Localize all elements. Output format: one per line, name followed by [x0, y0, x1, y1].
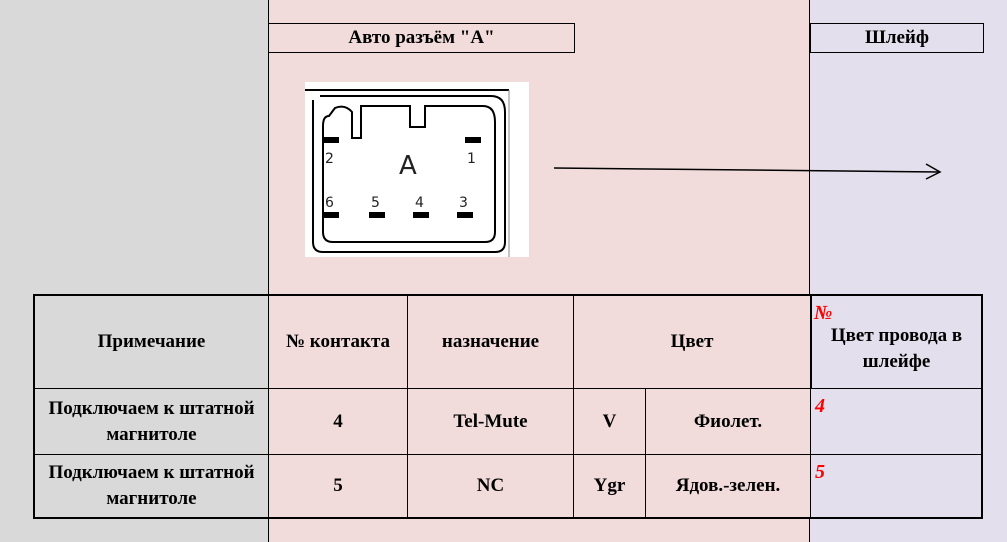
arrow-icon [553, 163, 942, 180]
row2-color-name: Ядов.-зелен. [645, 454, 811, 519]
header-contact: № контакта [268, 294, 408, 389]
row2-color-code: Ygr [573, 454, 646, 519]
row1-loom: 4 [810, 388, 983, 455]
header-loom-color: Цвет провода в шлейфе [830, 325, 963, 372]
row1-contact: 4 [268, 388, 408, 455]
pin-label: 3 [459, 195, 468, 211]
header-color: Цвет [573, 294, 811, 389]
header-loom: № Цвет провода в шлейфе [810, 294, 983, 389]
pin-label: 6 [325, 195, 334, 211]
pin-label: 2 [325, 151, 334, 167]
row1-purpose: Tel-Mute [407, 388, 574, 455]
pin-label: 5 [371, 195, 380, 211]
connector-letter: A [399, 151, 417, 181]
row1-color-name: Фиолет. [645, 388, 811, 455]
header-note: Примечание [33, 294, 269, 389]
row2-loom-number: 5 [815, 461, 825, 483]
row2-contact: 5 [268, 454, 408, 519]
pin-label: 1 [467, 151, 476, 167]
row1-color-code: V [573, 388, 646, 455]
row2-loom: 5 [810, 454, 983, 519]
loom-number-mark: № [814, 302, 833, 324]
row1-note: Подключаем к штатной магнитоле [33, 388, 269, 455]
pin-label: 4 [415, 195, 424, 211]
connector-diagram: 2 1 6 5 4 3 A [305, 82, 529, 257]
loom-label: Шлейф [810, 23, 984, 53]
row2-purpose: NC [407, 454, 574, 519]
header-purpose: назначение [407, 294, 574, 389]
row1-loom-number: 4 [815, 395, 825, 417]
connector-label: Авто разъём "A" [268, 23, 575, 53]
row2-note: Подключаем к штатной магнитоле [33, 454, 269, 519]
